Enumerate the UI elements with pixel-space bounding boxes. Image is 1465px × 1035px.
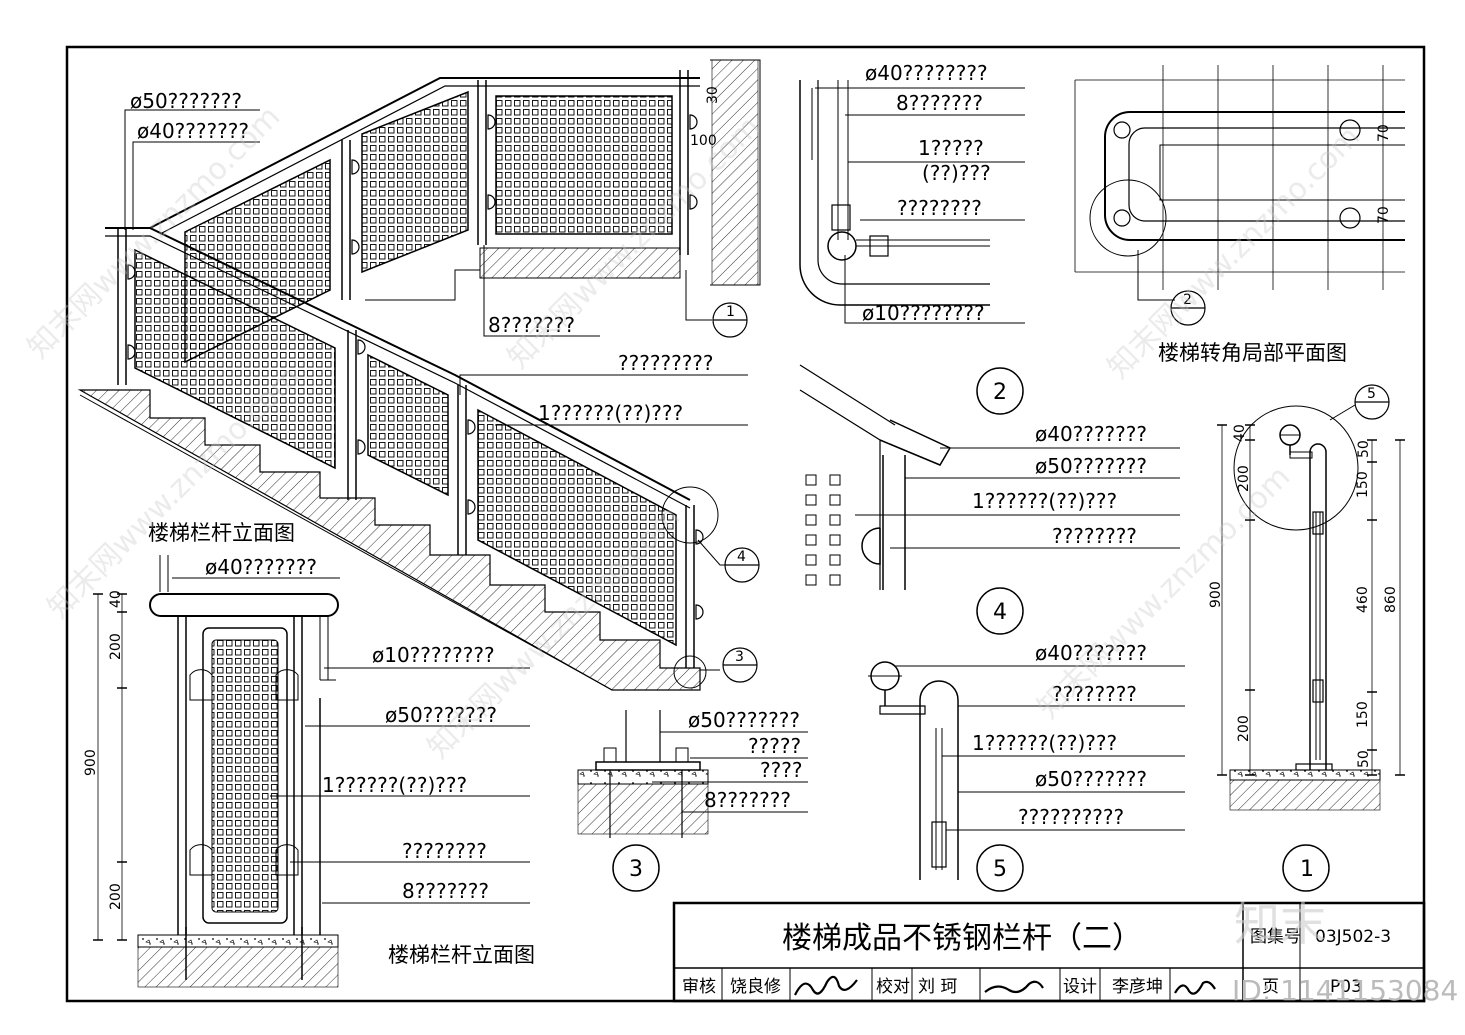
review-label: 审核 [682, 977, 716, 997]
label-d4-2: ø50??????? [1035, 454, 1147, 478]
label-elev-5: 1??????(??)??? [538, 401, 683, 425]
dim-100: 100 [690, 133, 717, 149]
label-d2-1: ø40???????? [865, 61, 988, 85]
caption-plan: 楼梯转角局部平面图 [1158, 341, 1347, 365]
label-d4-4: ???????? [1052, 524, 1137, 548]
label-elev-2: ø40??????? [137, 119, 249, 143]
label-elev-3: 8??????? [488, 313, 575, 337]
d1-dim-l4: 200 [1236, 715, 1252, 742]
plan-ref: 2 [1183, 292, 1192, 308]
d1-dim-r4: 860 [1383, 586, 1399, 613]
label-d3-3: ???? [760, 758, 802, 782]
label-front-4: 1??????(??)??? [322, 773, 467, 797]
label-d5-1: ø40??????? [1035, 641, 1147, 665]
label-front-1: ø40??????? [205, 555, 317, 579]
detail-4-number: 4 [993, 600, 1007, 625]
checker-name: 刘 珂 [918, 977, 957, 997]
d1-dim-r3: 460 [1355, 586, 1371, 613]
ref-3: 3 [735, 649, 744, 665]
dim-front-40: 40 [108, 590, 124, 608]
page-number: P03 [1330, 977, 1362, 997]
label-d5-5: ?????????? [1018, 805, 1124, 829]
front-elevation [93, 555, 339, 988]
label-d2-4: (??)??? [922, 161, 991, 185]
d1-dim-r2: 150 [1355, 471, 1371, 498]
d1-dim-l1: 40 [1232, 424, 1248, 442]
label-d2-6: ø10???????? [862, 301, 985, 325]
detail-2-number: 2 [993, 380, 1007, 405]
caption-stair-elevation: 楼梯栏杆立面图 [148, 521, 295, 545]
label-elev-4: ????????? [618, 351, 714, 375]
detail-4 [799, 364, 952, 590]
watermark-id: ID: 1141153084 [1232, 974, 1458, 1007]
atlas-number: 03J502-3 [1315, 927, 1391, 947]
label-d5-3: 1??????(??)??? [972, 731, 1117, 755]
corner-plan [1074, 65, 1405, 301]
label-front-2: ø10???????? [372, 643, 495, 667]
check-label: 校对 [876, 977, 910, 997]
label-d4-3: 1??????(??)??? [972, 489, 1117, 513]
d1-dim-r6: 50 [1356, 750, 1372, 768]
title-block [672, 901, 1426, 1003]
d1-dim-r1: 50 [1356, 440, 1372, 458]
plan-dim-2: 70 [1376, 206, 1392, 224]
label-d5-2: ???????? [1052, 682, 1137, 706]
detail-2 [799, 80, 1025, 306]
label-d2-5: ???????? [897, 196, 982, 220]
dim-front-200b: 200 [108, 883, 124, 910]
page-label: 页 [1262, 977, 1279, 997]
label-front-6: 8??????? [402, 879, 489, 903]
ref-4: 4 [737, 549, 746, 565]
stair-elevation [77, 59, 761, 691]
d1-dim-r5: 150 [1355, 701, 1371, 728]
reviewer-name: 饶良修 [730, 977, 781, 997]
dim-front-900: 900 [83, 749, 99, 776]
label-d5-4: ø50??????? [1035, 767, 1147, 791]
watermark-logo: 知末 [1234, 897, 1326, 951]
dim-30: 30 [705, 86, 721, 104]
detail-5 [868, 661, 959, 880]
d1-dim-l2: 200 [1236, 465, 1252, 492]
dim-front-200a: 200 [108, 633, 124, 660]
label-elev-1: ø50??????? [130, 89, 242, 113]
detail-1 [1217, 404, 1405, 811]
label-front-3: ø50??????? [385, 703, 497, 727]
label-d4-1: ø40??????? [1035, 422, 1147, 446]
ref-1: 1 [726, 304, 735, 320]
signatures [794, 975, 1216, 996]
plan-dim-1: 70 [1376, 124, 1392, 142]
detail-1-number: 1 [1300, 857, 1314, 882]
elevation-leaders [124, 109, 748, 671]
label-d2-3: 1????? [918, 136, 984, 160]
detail-3 [577, 710, 709, 838]
ref-5: 5 [1367, 386, 1376, 402]
label-d3-1: ø50??????? [688, 708, 800, 732]
detail-5-number: 5 [993, 857, 1007, 882]
detail-3-number: 3 [629, 857, 643, 882]
label-d2-2: 8??????? [896, 91, 983, 115]
sheet-title: 楼梯成品不锈钢栏杆（二） [782, 921, 1142, 956]
design-label: 设计 [1063, 977, 1097, 997]
caption-front-elevation: 楼梯栏杆立面图 [388, 943, 535, 967]
designer-name: 李彦坤 [1112, 977, 1163, 997]
d1-dim-l3: 900 [1208, 581, 1224, 608]
label-d3-2: ????? [748, 734, 801, 758]
label-d3-4: 8??????? [704, 788, 791, 812]
label-front-5: ???????? [402, 839, 487, 863]
atlas-label: 图集号 [1250, 927, 1301, 947]
